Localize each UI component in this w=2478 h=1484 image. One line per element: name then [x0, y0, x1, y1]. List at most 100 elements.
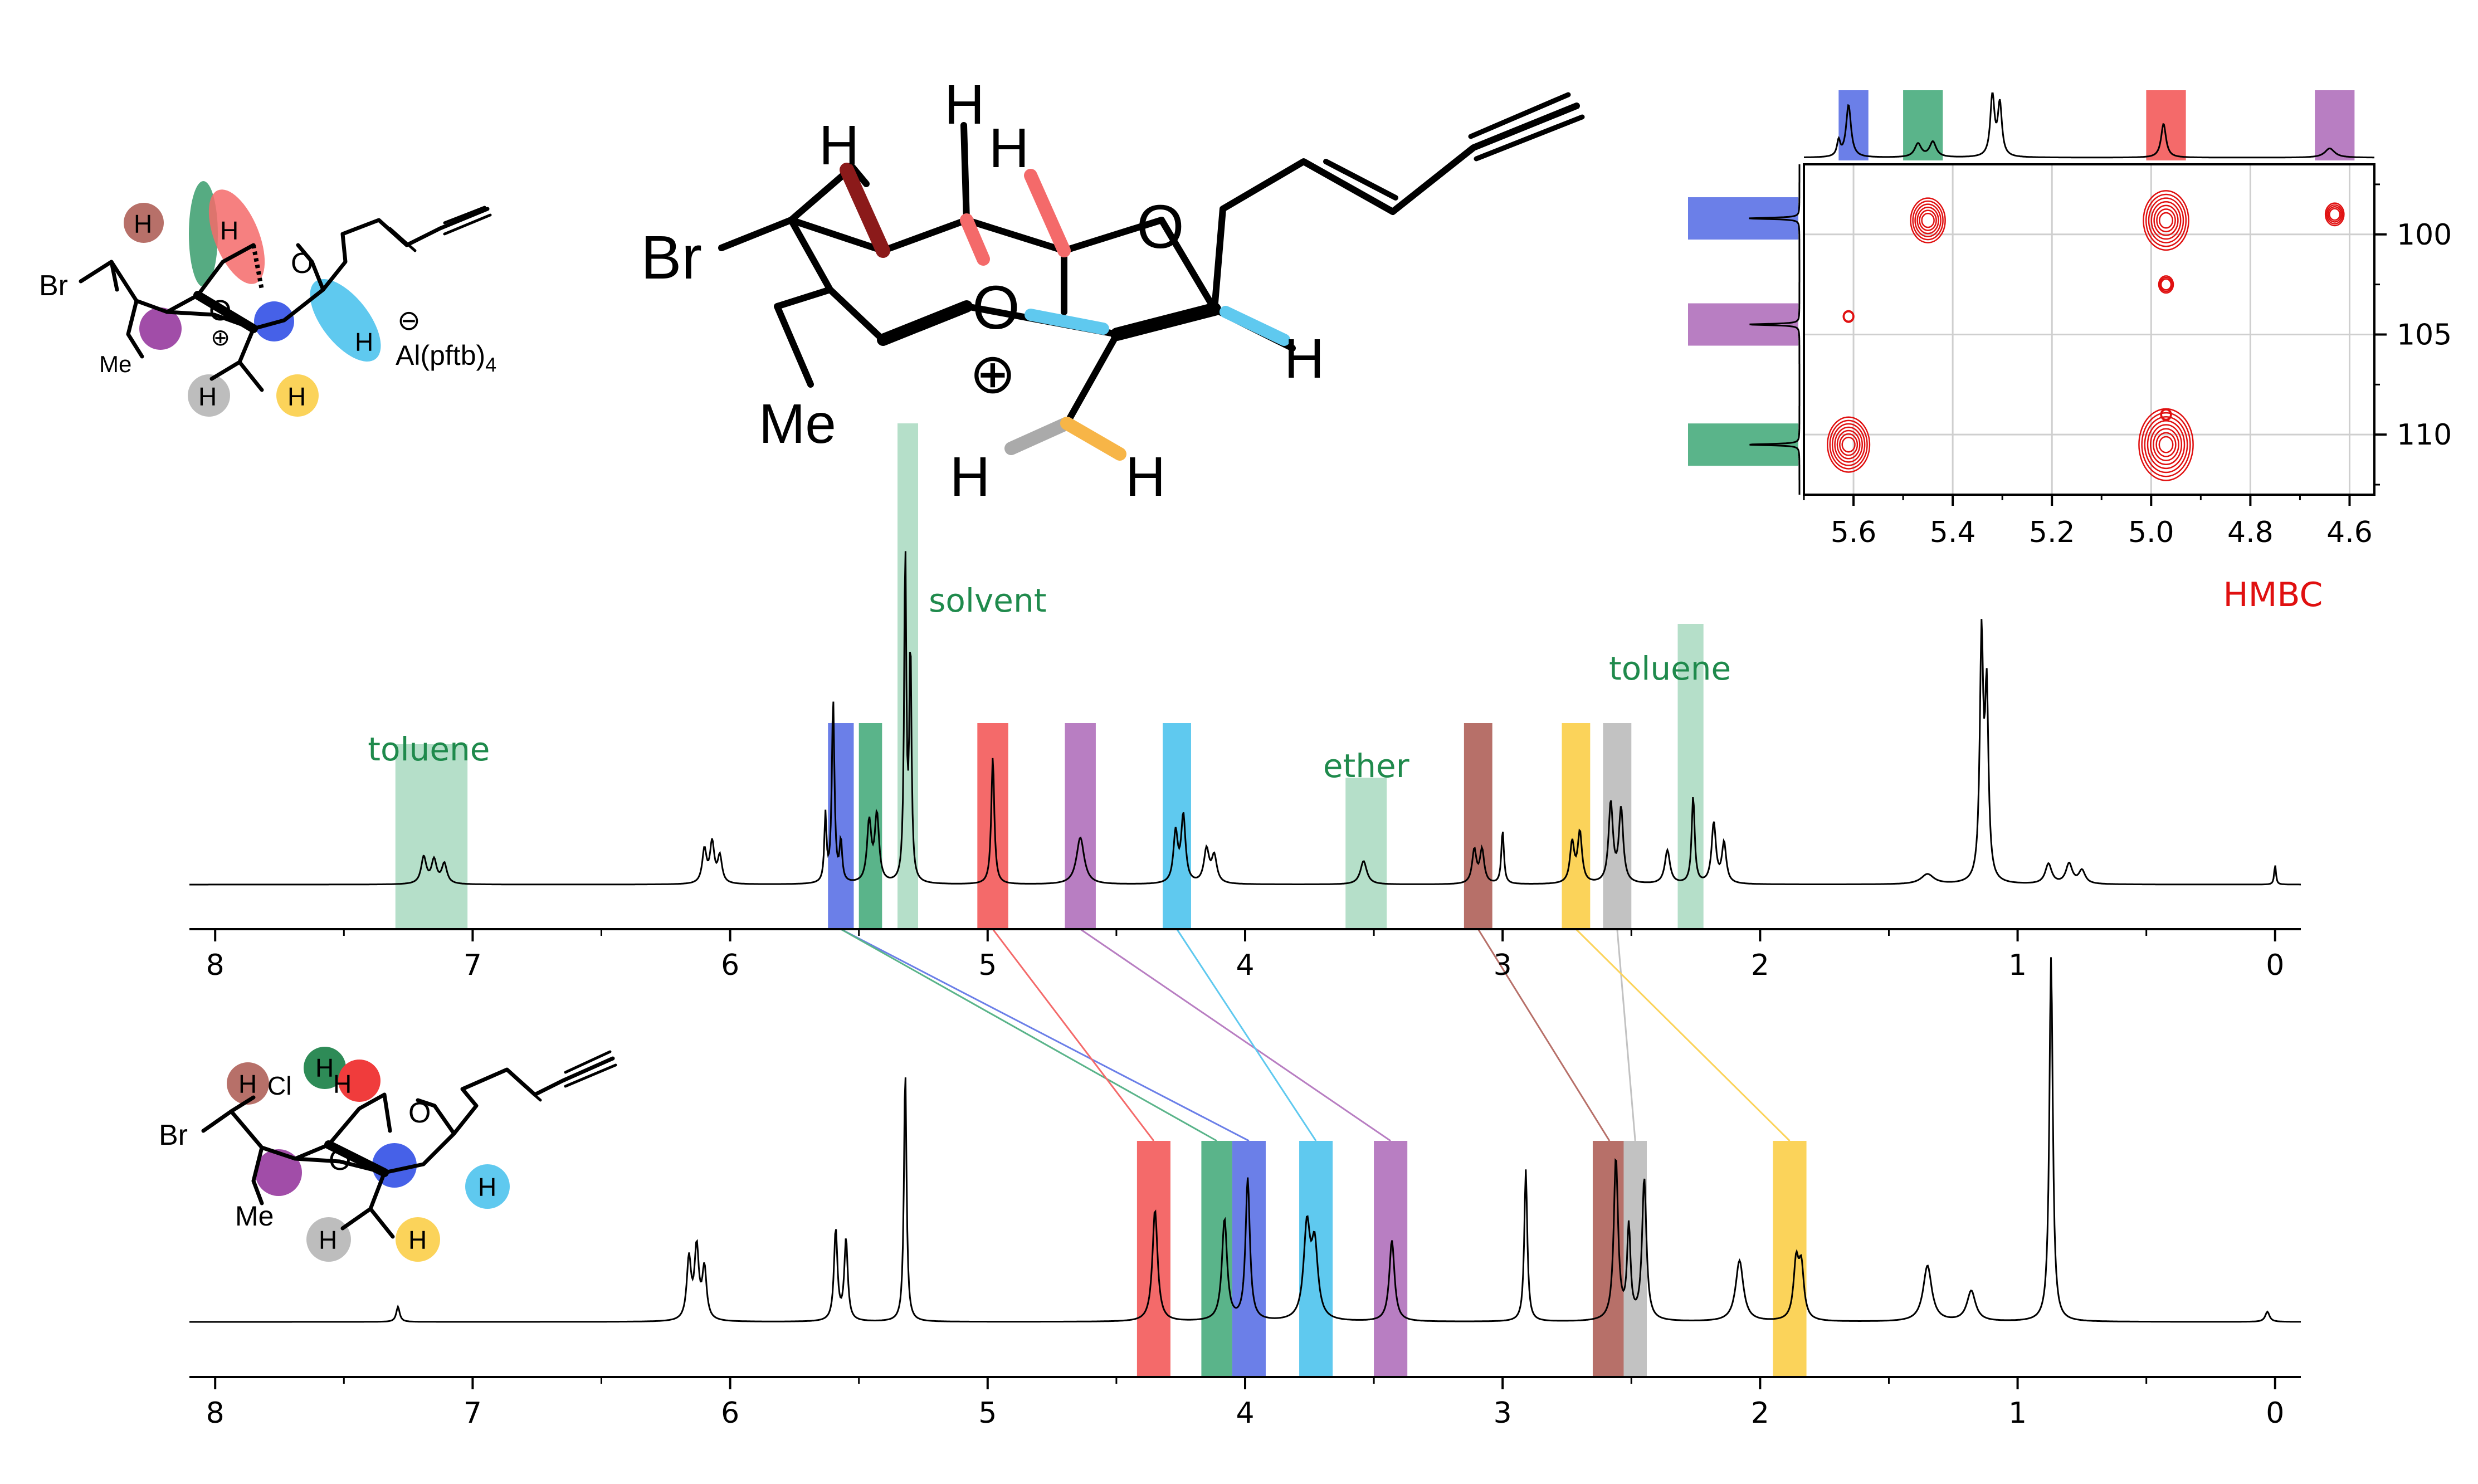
- cross-peak-contour: [2327, 206, 2342, 223]
- highlight-purple-dot: [255, 1149, 302, 1196]
- x-tick-label: 5.2: [2029, 516, 2075, 549]
- highlight-purple: [1065, 723, 1096, 929]
- highlight-red: [1136, 1141, 1170, 1377]
- solvent-box: [1677, 624, 1704, 929]
- bromine-label: Br: [39, 270, 68, 302]
- x-tick-label: 8: [206, 1397, 225, 1430]
- oxygen-label-2: O: [408, 1097, 431, 1129]
- highlight-gray: [1603, 723, 1632, 929]
- correlation-lines: [840, 928, 1791, 1142]
- f2-highlight-purple: [2315, 90, 2355, 160]
- hydrogen-label-brown: H: [238, 1070, 257, 1099]
- oxygen-label-2: O: [1136, 193, 1184, 261]
- cross-peak-contour: [2148, 197, 2184, 243]
- cross-peak-contour: [2158, 436, 2174, 453]
- f1-highlight-green: [1688, 423, 1798, 466]
- oxygen-label-1: O: [329, 1144, 351, 1177]
- x-tick-label: 1: [2008, 949, 2027, 982]
- highlight-red-dot: [338, 1060, 381, 1102]
- cross-peak-contour: [2141, 412, 2191, 477]
- cross-peak-contour: [1843, 311, 1854, 323]
- bromine-label: Br: [159, 1119, 188, 1151]
- x-tick-label: 0: [2266, 949, 2284, 982]
- f2-highlight-red: [2146, 90, 2186, 160]
- cation-charge-icon: ⊕: [211, 324, 230, 350]
- x-tick-label: 1: [2008, 1397, 2027, 1430]
- methyl-label: Me: [759, 393, 836, 455]
- correlation-line-brown: [1477, 929, 1611, 1141]
- hydrogen-label-green: H: [315, 1053, 334, 1082]
- cross-peak-contour: [2326, 204, 2344, 224]
- cross-peak-contour: [2153, 428, 2179, 461]
- cross-peak-contour: [2160, 409, 2172, 421]
- bromine-label: Br: [641, 223, 702, 292]
- hmbc-label: HMBC: [2223, 575, 2323, 614]
- anion-charge-icon: ⊖: [397, 305, 421, 336]
- oxygen-label-1: O: [209, 295, 231, 327]
- cross-peak-contour: [2145, 193, 2187, 247]
- highlight-brown-dot: [227, 1062, 269, 1105]
- highlight-cyan-dot: [465, 1164, 510, 1209]
- hydrogen-label-yellow: H: [408, 1226, 427, 1254]
- methyl-label: Me: [235, 1200, 274, 1232]
- oxygen-label-1: O: [972, 274, 1020, 342]
- y-tick-label: 105: [2397, 318, 2452, 352]
- highlight-cyan: [1163, 723, 1191, 929]
- cross-peak-contour: [1829, 419, 1868, 470]
- highlight-brown: [1464, 723, 1492, 929]
- x-tick-label: 2: [1751, 1397, 1769, 1430]
- cross-peak-contour: [1921, 212, 1935, 228]
- f1-projection-trace: [1749, 164, 1801, 495]
- cation-structure-large: Br Me O O H H H H H H ⊕: [641, 74, 1585, 508]
- highlight-brown: [1592, 1141, 1627, 1377]
- anion-label: Al(pftb)4: [396, 340, 496, 376]
- chlorine-label: Cl: [267, 1071, 291, 1100]
- cross-peak-contour: [2158, 275, 2174, 294]
- cross-peak-contour: [2144, 416, 2188, 473]
- cross-peak-contour: [1834, 426, 1863, 463]
- x-tick-label: 4: [1236, 949, 1254, 982]
- cross-peak-contour: [2150, 201, 2182, 240]
- hydrogen-label-gray: H: [319, 1226, 337, 1254]
- highlight-gray-dot: [306, 1217, 351, 1262]
- x-tick-label: 4.8: [2227, 516, 2274, 549]
- f1-highlight-blue: [1688, 197, 1798, 240]
- x-tick-label: 6: [721, 949, 739, 982]
- hydrogen-label-gray: H: [950, 446, 990, 508]
- cation-structure-small: Br Me O O H H H H H ⊕ ⊖ Al(pftb)4: [39, 181, 496, 417]
- x-tick-label: 0: [2266, 1397, 2284, 1430]
- cross-peak-contour: [2158, 212, 2174, 229]
- solvent-box: [1345, 778, 1387, 929]
- highlight-gray-dot: [188, 374, 230, 417]
- x-tick-label: 5.0: [2128, 516, 2174, 549]
- f1-highlight-purple: [1688, 303, 1798, 346]
- cross-peak-contour: [1912, 200, 1944, 241]
- x-tick-label: 5: [978, 949, 997, 982]
- correlation-line-gray: [1616, 929, 1636, 1141]
- hydrogen-label-gray: H: [198, 382, 217, 411]
- correlation-line-green: [840, 928, 1217, 1142]
- cross-peak-contour: [2156, 208, 2176, 233]
- highlight-yellow-dot: [276, 374, 319, 417]
- hydrogen-label-red: H: [220, 216, 238, 245]
- cross-peak-contour: [1839, 433, 1858, 456]
- x-tick-label: 5: [978, 1397, 997, 1430]
- spectrum-trace: [189, 551, 2301, 886]
- hydrogen-label-brown: H: [819, 114, 859, 177]
- y-tick-label: 110: [2397, 418, 2452, 452]
- cross-peak-contour: [1827, 416, 1871, 473]
- hydrogen-label-red: H: [989, 117, 1029, 179]
- highlight-purple-dot: [139, 307, 182, 350]
- cross-peak-contour: [2149, 424, 2183, 466]
- y-tick-label: 100: [2397, 218, 2452, 252]
- spectrum-trace: [189, 957, 2301, 1323]
- hydrogen-label-cyan: H: [1284, 328, 1324, 390]
- correlation-line-blue: [840, 928, 1250, 1142]
- hydrogen-label-cyan: H: [478, 1173, 496, 1202]
- cross-peak-contour: [1842, 310, 1855, 323]
- hydrogen-label-brown: H: [134, 209, 152, 238]
